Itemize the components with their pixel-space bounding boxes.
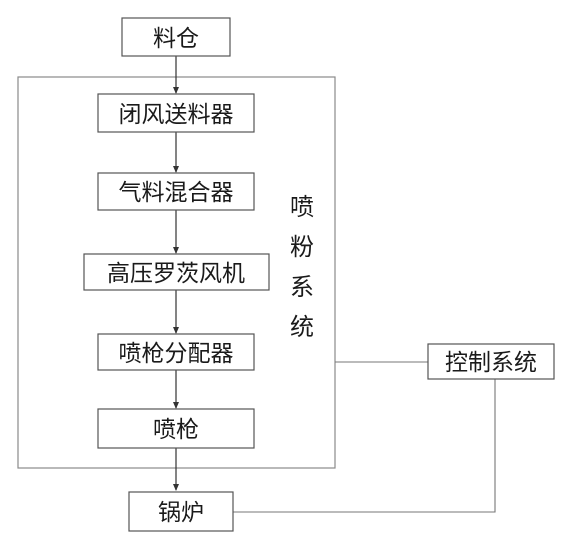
node-control-system: 控制系统 xyxy=(427,343,555,380)
powder-injection-system-label: 喷 粉 系 统 xyxy=(290,193,314,341)
node-silo-label: 料仓 xyxy=(153,26,199,52)
node-air-material-mixer-label: 气料混合器 xyxy=(119,180,234,206)
group-label-char-4: 统 xyxy=(290,313,314,341)
node-roots-blower: 高压罗茨风机 xyxy=(83,253,270,291)
group-label-char-3: 系 xyxy=(290,273,314,301)
node-nozzle: 喷枪 xyxy=(97,408,255,449)
node-boiler: 锅炉 xyxy=(128,491,234,532)
node-roots-blower-label: 高压罗茨风机 xyxy=(107,261,245,287)
link-control-to-boiler xyxy=(233,379,496,513)
node-airlock-feeder-label: 闭风送料器 xyxy=(119,102,234,128)
control-links xyxy=(233,361,496,513)
node-nozzle-label: 喷枪 xyxy=(153,417,199,443)
group-label-char-1: 喷 xyxy=(290,193,314,221)
node-silo: 料仓 xyxy=(121,17,231,57)
node-nozzle-distributor: 喷枪分配器 xyxy=(97,333,255,371)
node-airlock-feeder: 闭风送料器 xyxy=(97,93,255,133)
node-boiler-label: 锅炉 xyxy=(158,500,204,526)
node-control-system-label: 控制系统 xyxy=(445,350,537,376)
node-air-material-mixer: 气料混合器 xyxy=(97,172,255,211)
node-nozzle-distributor-label: 喷枪分配器 xyxy=(119,341,234,367)
group-label-char-2: 粉 xyxy=(290,233,314,261)
